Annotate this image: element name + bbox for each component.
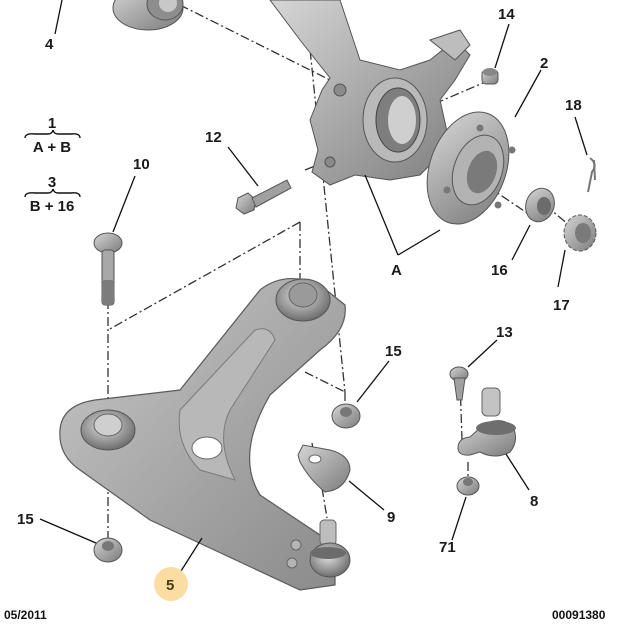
part-5-lower-arm[interactable]: [59, 277, 351, 591]
callout-15-lower[interactable]: 15: [17, 511, 34, 528]
steering-knuckle[interactable]: [269, 0, 471, 186]
formula-1-expression: A + B: [32, 139, 72, 156]
callout-2[interactable]: 2: [540, 55, 549, 72]
part-9-shield[interactable]: [297, 444, 351, 493]
callout-18[interactable]: 18: [565, 97, 582, 114]
part-8-ball-joint[interactable]: [457, 387, 516, 457]
callout-9[interactable]: 9: [387, 509, 396, 526]
part-71-nut[interactable]: [456, 476, 480, 496]
formula-3-expression: B + 16: [29, 198, 75, 215]
part-13-screw[interactable]: [449, 366, 469, 401]
callout-5[interactable]: 5: [166, 577, 175, 594]
callout-10[interactable]: 10: [133, 156, 150, 173]
callout-12[interactable]: 12: [205, 129, 222, 146]
part-14-nut[interactable]: [481, 68, 499, 85]
formula-1: 1 A + B: [22, 116, 82, 156]
part-18-split-pin[interactable]: [587, 157, 596, 193]
callout-17[interactable]: 17: [553, 297, 570, 314]
footer-date: 05/2011: [4, 608, 47, 622]
part-15-nut-upper[interactable]: [331, 403, 361, 429]
callout-A[interactable]: A: [391, 262, 402, 279]
part-12-bolt[interactable]: [235, 179, 292, 215]
footer-reference: 00091380: [552, 608, 606, 622]
part-4-bushing[interactable]: [112, 0, 184, 31]
highlight-marker: [154, 567, 188, 601]
part-2-wheel-hub[interactable]: [412, 101, 523, 236]
formula-braces: [24, 129, 81, 198]
part-10-bolt[interactable]: [93, 232, 123, 306]
callout-15-upper[interactable]: 15: [385, 343, 402, 360]
formula-3-result: 3: [47, 174, 57, 191]
part-16-nut[interactable]: [521, 184, 559, 226]
formula-3: 3 B + 16: [22, 175, 82, 215]
callout-16[interactable]: 16: [491, 262, 508, 279]
callout-4[interactable]: 4: [45, 36, 54, 53]
part-17-castle-nut[interactable]: [563, 214, 597, 252]
formula-1-result: 1: [47, 115, 57, 132]
callout-8[interactable]: 8: [530, 493, 539, 510]
part-15-nut-lower[interactable]: [93, 537, 123, 563]
callout-14[interactable]: 14: [498, 6, 515, 23]
leader-lines: [39, 0, 588, 572]
callout-71[interactable]: 71: [439, 539, 456, 556]
callout-13[interactable]: 13: [496, 324, 513, 341]
